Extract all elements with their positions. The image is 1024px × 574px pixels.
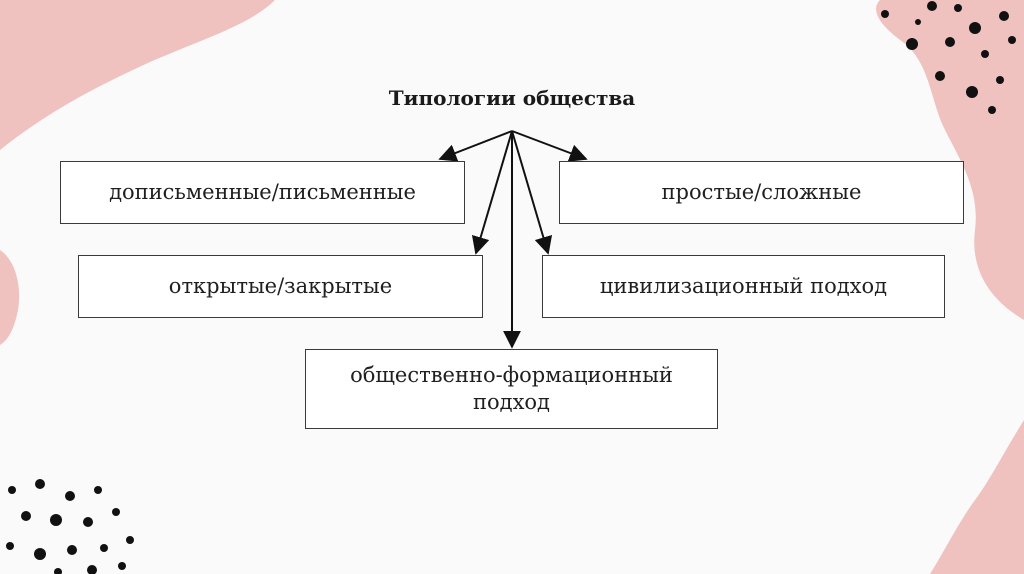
diagram-title: Типологии общества — [340, 86, 684, 110]
node-obshchestvenno-formatsionny-podkhod: общественно-формационный подход — [305, 349, 718, 429]
arrow-to-otkrytye — [476, 131, 512, 253]
node-label: открытые/закрытые — [169, 273, 392, 300]
node-prostye-slozhnye: простые/сложные — [559, 161, 964, 224]
node-tsivilizatsionny-podkhod: цивилизационный подход — [542, 255, 945, 318]
node-otkrytye-zakrytye: открытые/закрытые — [78, 255, 483, 318]
node-label: общественно-формационный подход — [332, 362, 692, 417]
node-label: простые/сложные — [662, 179, 862, 206]
node-dopismennye-pismennye: дописьменные/письменные — [60, 161, 465, 224]
arrow-to-prostye — [512, 131, 586, 159]
arrow-to-tsivilizatsionny — [512, 131, 548, 253]
node-label: дописьменные/письменные — [109, 179, 416, 206]
node-label: цивилизационный подход — [600, 273, 887, 300]
arrow-to-dopismennye — [440, 131, 512, 159]
